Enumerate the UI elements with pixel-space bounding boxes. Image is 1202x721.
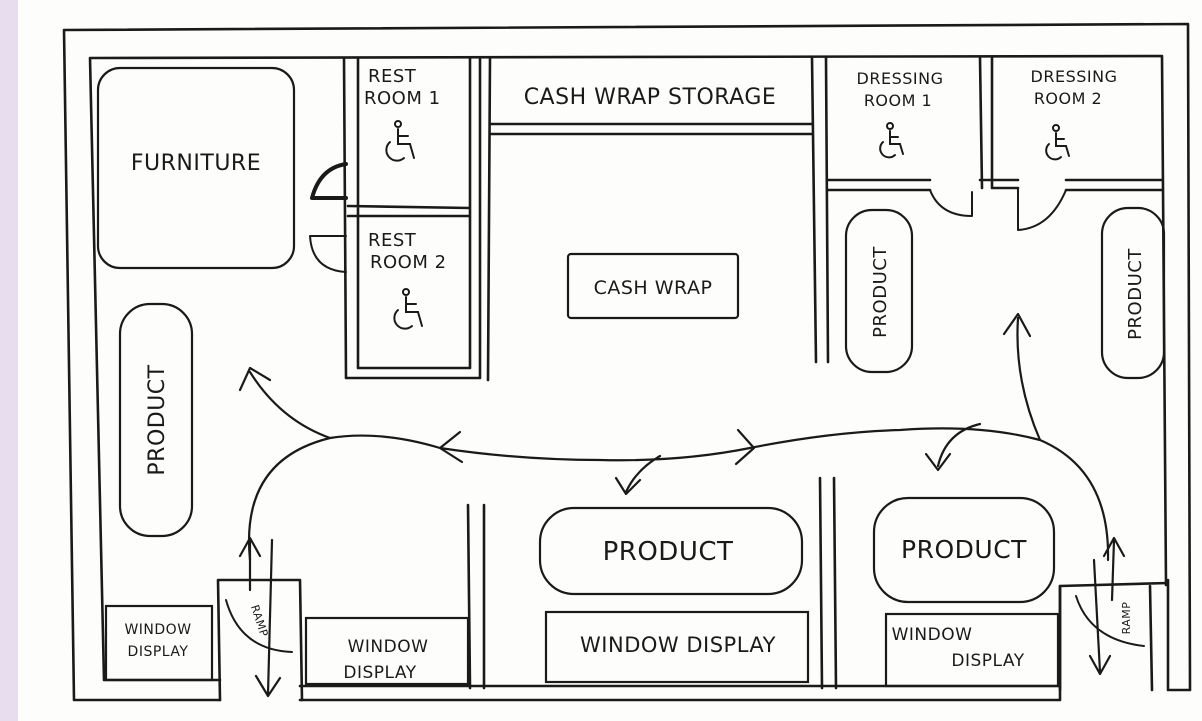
cash-wrap-storage-label: CASH WRAP STORAGE xyxy=(524,85,777,110)
arrow-head-mid-right xyxy=(734,428,756,466)
main-flow-curve xyxy=(247,427,1110,562)
dressing-room2-label-line2: ROOM 2 xyxy=(1034,89,1102,108)
right-ramp-label: RAMP xyxy=(1120,602,1133,635)
window-display-center-label: WINDOW DISPLAY xyxy=(580,633,776,657)
accessibility-icons xyxy=(385,120,1070,330)
restroom1-door xyxy=(310,162,348,200)
window-display-right-line2: DISPLAY xyxy=(951,651,1024,671)
doors xyxy=(225,162,1145,653)
left-ramp-label: RAMP xyxy=(248,603,271,638)
arrow-head-down-center xyxy=(614,476,642,496)
restroom1-label-line2: ROOM 1 xyxy=(364,88,441,109)
product-left-box xyxy=(118,302,194,538)
paper-sheet xyxy=(18,0,1202,721)
dressing-walls xyxy=(826,56,1164,192)
product-dressing-left-box xyxy=(844,208,914,374)
flow-up-dressing xyxy=(1016,316,1042,442)
product-center-label: PRODUCT xyxy=(603,537,734,567)
window-display-left-line2: DISPLAY xyxy=(128,644,189,660)
arrow-head-mid-left xyxy=(438,430,464,464)
product-left-label: PRODUCT xyxy=(145,364,170,475)
right-entrance-walls xyxy=(1058,584,1154,692)
flow-down-center xyxy=(624,454,662,494)
product-right-box xyxy=(872,496,1056,604)
restroom-walls xyxy=(342,56,482,380)
flow-to-product-left xyxy=(248,370,332,440)
window-partitions xyxy=(466,476,838,690)
flow-down-right xyxy=(936,422,982,468)
product-dressing-left-label: PRODUCT xyxy=(870,246,891,338)
dressing2-door xyxy=(1017,187,1067,231)
product-center-box xyxy=(538,506,804,596)
storage-walls xyxy=(486,56,830,382)
left-ramp-arc xyxy=(225,599,293,653)
right-ramp-arc xyxy=(1075,595,1145,647)
window-display-left-box xyxy=(104,604,214,682)
wheelchair-icon xyxy=(393,288,423,330)
cash-wrap-box xyxy=(566,252,740,320)
arrow-head-down-right xyxy=(924,452,952,472)
arrow-head-left xyxy=(238,366,272,392)
restroom2-label-line2: ROOM 2 xyxy=(370,252,447,273)
furniture-block xyxy=(96,66,296,270)
left-ramp-arrow-down xyxy=(254,538,282,698)
right-ramp-arrow-down xyxy=(1088,558,1112,676)
walls xyxy=(62,22,1192,702)
fixtures xyxy=(96,66,1166,688)
arrow-head-up-dressing xyxy=(1002,312,1032,338)
restroom1-label-line1: REST xyxy=(368,66,417,87)
furniture-label: FURNITURE xyxy=(131,151,261,176)
wheelchair-icon xyxy=(879,122,904,159)
window-display-center-box xyxy=(544,610,810,684)
left-ramp-arrow-up xyxy=(238,536,262,592)
wheelchair-icon xyxy=(385,120,415,162)
labels: FURNITURE REST ROOM 1 REST ROOM 2 CASH W… xyxy=(124,66,1146,683)
window-display-right-box xyxy=(884,612,1060,688)
restroom2-label-line1: REST xyxy=(368,230,417,251)
dressing-room1-label-line2: ROOM 1 xyxy=(864,91,932,110)
outer-wall xyxy=(62,22,1192,702)
dressing-room1-label-line1: DRESSING xyxy=(857,69,944,88)
traffic-flow xyxy=(238,312,1126,698)
wheelchair-icon xyxy=(1045,124,1070,161)
window-display-left-center-line2: DISPLAY xyxy=(343,663,416,683)
window-display-left-center-line1: WINDOW xyxy=(348,637,429,657)
product-right-label: PRODUCT xyxy=(901,535,1027,564)
left-entrance-walls xyxy=(216,578,304,702)
window-display-left-line1: WINDOW xyxy=(124,622,191,638)
window-display-right-line1: WINDOW xyxy=(892,625,973,645)
window-display-left-center-box xyxy=(304,616,470,686)
product-dressing-right-box xyxy=(1100,206,1166,380)
restroom2-door xyxy=(309,235,347,273)
product-dressing-right-label: PRODUCT xyxy=(1125,248,1146,340)
right-ramp-arrow-up xyxy=(1102,536,1126,602)
cash-wrap-label: CASH WRAP xyxy=(594,277,713,299)
dressing1-door xyxy=(929,189,973,217)
dressing-room2-label-line1: DRESSING xyxy=(1031,67,1118,86)
